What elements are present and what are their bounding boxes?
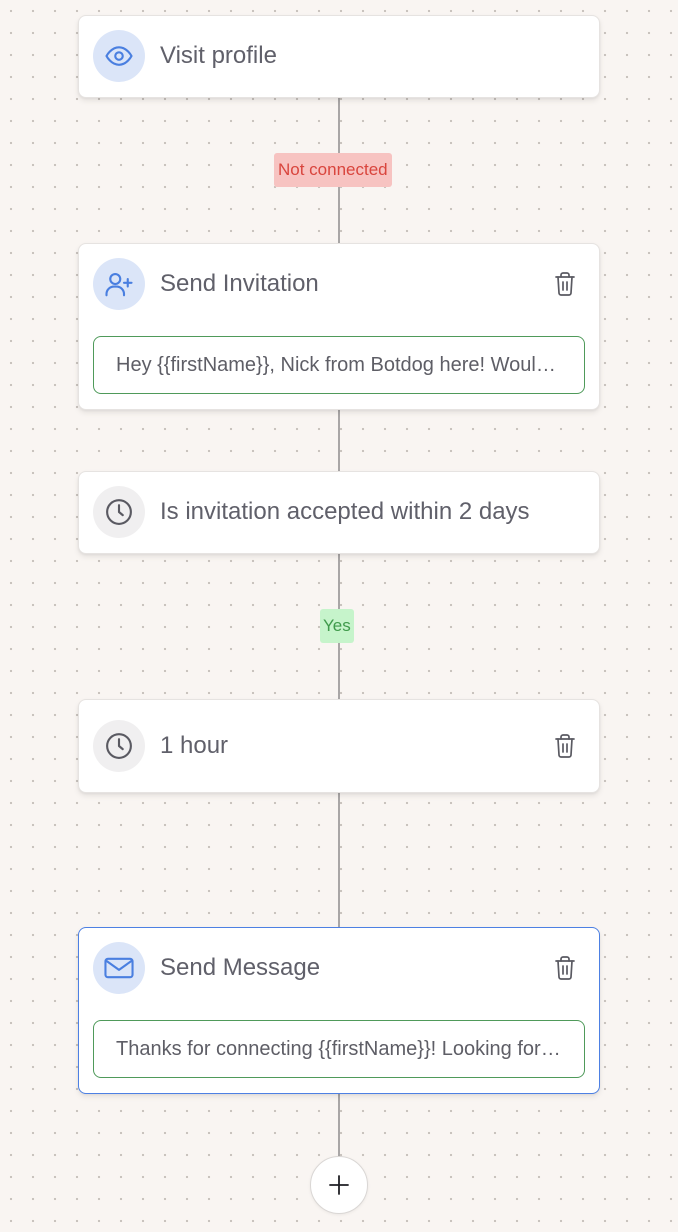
step-title: Is invitation accepted within 2 days: [160, 498, 530, 525]
trash-icon: [555, 956, 575, 980]
add-step-button[interactable]: [310, 1156, 368, 1214]
step-title: Visit profile: [160, 42, 277, 69]
step-header: Visit profile: [93, 30, 585, 82]
connector-line: [338, 793, 340, 928]
message-preview-text: Hey {{firstName}}, Nick from Botdog here…: [116, 353, 562, 376]
delay-step[interactable]: 1 hour: [78, 699, 600, 793]
visit-profile-step[interactable]: Visit profile: [78, 15, 600, 98]
send-message-step[interactable]: Send Message Thanks for connecting {{fir…: [78, 927, 600, 1094]
step-header: Send Message: [93, 942, 585, 994]
connector-line: [338, 1094, 340, 1158]
clock-icon: [93, 486, 145, 538]
delete-step-button[interactable]: [545, 726, 585, 766]
envelope-icon: [93, 942, 145, 994]
step-title: 1 hour: [160, 732, 229, 759]
step-header: Is invitation accepted within 2 days: [93, 486, 585, 538]
eye-icon: [93, 30, 145, 82]
send-invitation-step[interactable]: Send Invitation Hey {{firstName}}, Nick …: [78, 243, 600, 410]
step-title: Send Message: [160, 954, 321, 981]
branch-label-yes: Yes: [320, 609, 354, 643]
delete-step-button[interactable]: [545, 264, 585, 304]
step-title: Send Invitation: [160, 270, 319, 297]
trash-icon: [555, 734, 575, 758]
connector-line: [338, 410, 340, 472]
step-header: 1 hour: [93, 720, 585, 772]
invitation-message-preview[interactable]: Hey {{firstName}}, Nick from Botdog here…: [93, 336, 585, 394]
clock-icon: [93, 720, 145, 772]
branch-label-not-connected: Not connected: [274, 153, 392, 187]
step-header: Send Invitation: [93, 258, 585, 310]
plus-icon: [329, 1175, 349, 1195]
message-preview-text: Thanks for connecting {{firstName}}! Loo…: [116, 1037, 562, 1060]
user-plus-icon: [93, 258, 145, 310]
invitation-accepted-condition-step[interactable]: Is invitation accepted within 2 days: [78, 471, 600, 554]
message-preview[interactable]: Thanks for connecting {{firstName}}! Loo…: [93, 1020, 585, 1078]
trash-icon: [555, 272, 575, 296]
delete-step-button[interactable]: [545, 948, 585, 988]
